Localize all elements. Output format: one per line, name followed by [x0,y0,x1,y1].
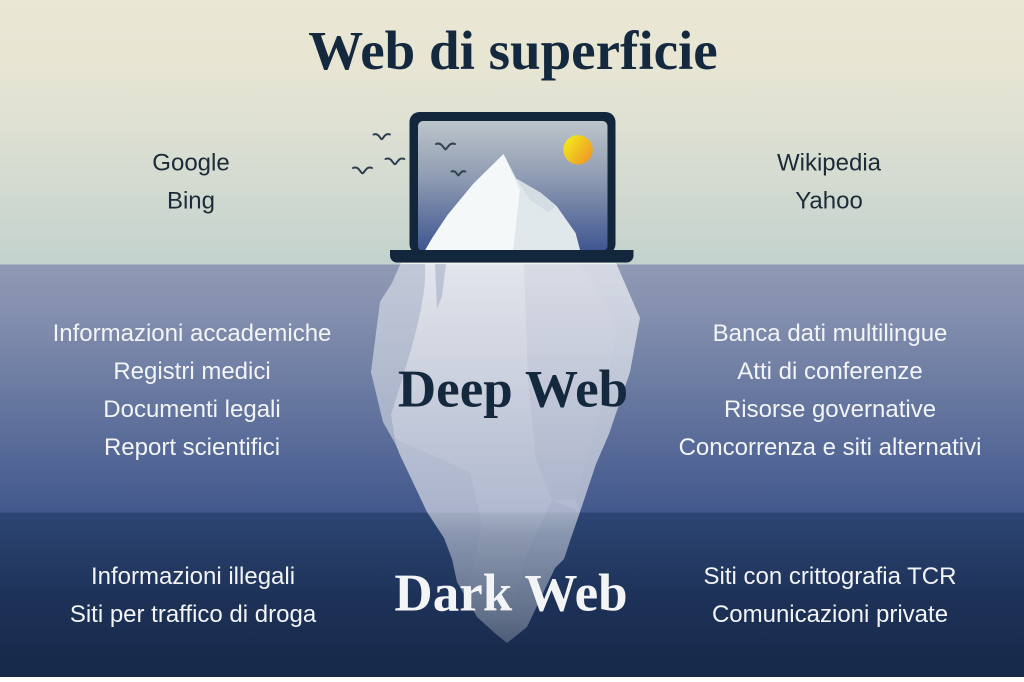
svg-text:Web di superficie: Web di superficie [308,20,717,81]
svg-text:Concorrenza e siti alternativi: Concorrenza e siti alternativi [679,434,982,461]
svg-text:Risorse governative: Risorse governative [724,396,936,423]
svg-text:Banca dati multilingue: Banca dati multilingue [713,320,948,347]
svg-text:Bing: Bing [167,188,215,215]
svg-text:Report scientifici: Report scientifici [104,434,280,461]
svg-text:Siti per traffico di droga: Siti per traffico di droga [70,601,317,628]
svg-text:Documenti legali: Documenti legali [103,396,280,423]
svg-text:Dark Web: Dark Web [394,564,627,622]
svg-text:Wikipedia: Wikipedia [777,150,882,177]
svg-text:Siti con crittografia TCR: Siti con crittografia TCR [704,563,957,590]
svg-text:Informazioni accademiche: Informazioni accademiche [53,320,332,347]
svg-text:Registri medici: Registri medici [113,358,270,385]
svg-text:Comunicazioni private: Comunicazioni private [712,601,948,628]
svg-text:Atti di conferenze: Atti di conferenze [737,358,922,385]
svg-text:Deep Web: Deep Web [398,361,628,419]
svg-text:Google: Google [152,150,229,177]
svg-text:Yahoo: Yahoo [795,188,863,215]
svg-text:Informazioni illegali: Informazioni illegali [91,563,295,590]
